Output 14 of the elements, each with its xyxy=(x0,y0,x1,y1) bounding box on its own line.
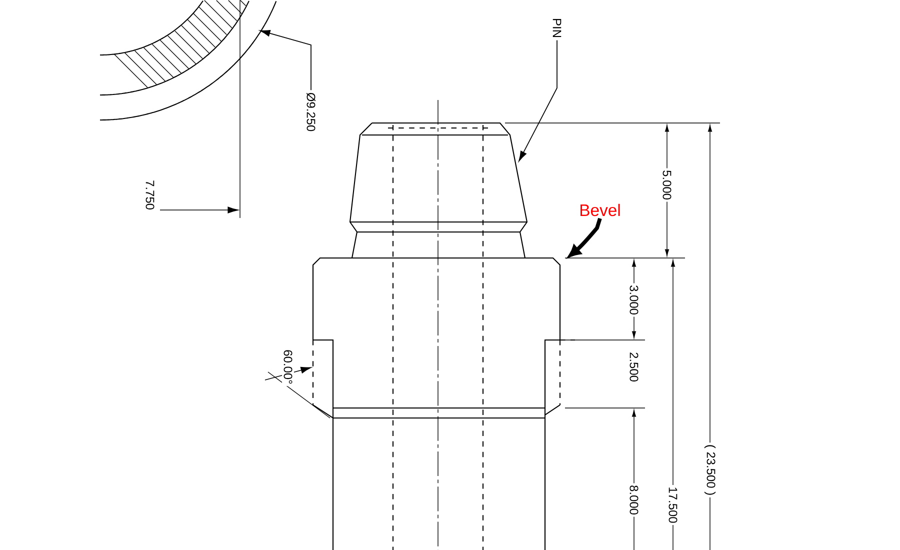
dimension-text: Ø9.250 xyxy=(306,92,316,132)
dimension-text: 7.750 xyxy=(144,178,156,212)
callout-text: PIN xyxy=(552,19,562,37)
leader-line xyxy=(260,30,312,91)
dimension-text: 3.000 xyxy=(628,283,640,317)
dimension-text: 8.000 xyxy=(628,483,640,517)
leader-line xyxy=(518,40,558,162)
dimension-text: 17.500 xyxy=(667,484,679,526)
dimension-text: 60.00° xyxy=(282,348,294,386)
dimension-text: 2.500 xyxy=(628,350,640,384)
dimension-text: 5.000 xyxy=(661,168,673,202)
arrow xyxy=(568,218,602,257)
callout-text: Bevel xyxy=(580,204,620,216)
dimension-text: ( 23.500 ) xyxy=(702,442,718,498)
